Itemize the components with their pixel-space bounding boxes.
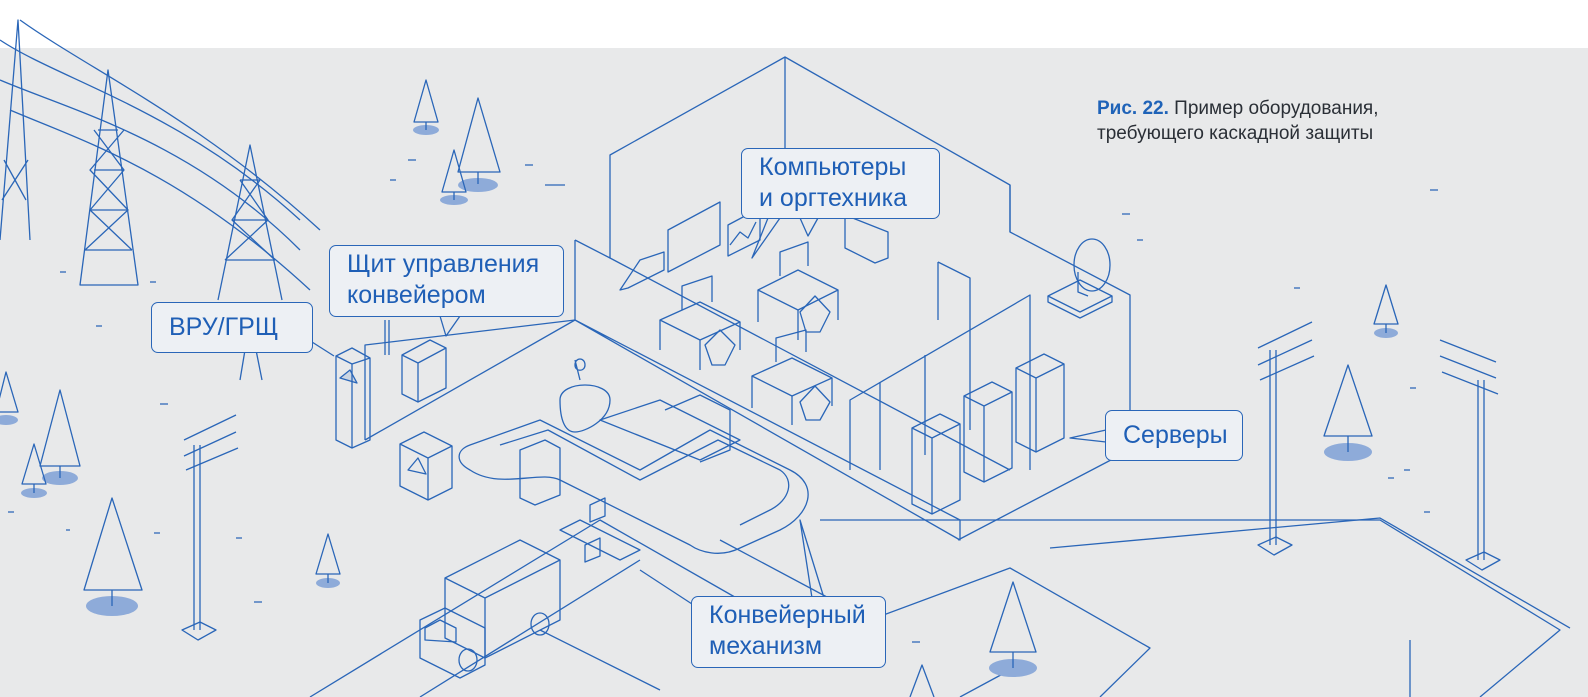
ground-outline: [310, 518, 1570, 697]
callout-servers-label: Серверы: [1123, 414, 1226, 451]
callout-computers: Компьютеры и оргтехника: [741, 148, 940, 219]
callout-computers-line2: и оргтехника: [759, 183, 923, 214]
server-racks: [912, 354, 1064, 514]
caption-line-1: Пример оборудования,: [1174, 98, 1378, 119]
office-desks: [660, 242, 838, 425]
figure-caption: Рис. 22. Пример оборудования, требующего…: [1097, 96, 1477, 146]
satellite-dish: [1048, 239, 1112, 318]
electrical-cabinets: [336, 320, 452, 500]
callout-conveyor-panel-line2: конвейером: [347, 280, 547, 311]
callout-vru: ВРУ/ГРЩ: [151, 302, 313, 353]
figure-number: Рис. 22.: [1097, 98, 1169, 119]
callout-conveyor-panel-line1: Щит управления: [347, 249, 547, 280]
callout-servers: Серверы: [1105, 410, 1243, 461]
callout-conveyor-line1: Конвейерный: [709, 600, 869, 631]
callout-conveyor-panel: Щит управления конвейером: [329, 245, 564, 317]
callout-conveyor-line2: механизм: [709, 631, 869, 662]
callout-computers-line1: Компьютеры: [759, 152, 923, 183]
caption-line-2: требующего каскадной защиты: [1097, 123, 1373, 144]
truck: [420, 540, 560, 678]
conveyor-belt: [459, 359, 808, 562]
ground-marks: [8, 160, 1438, 642]
callout-conveyor: Конвейерный механизм: [691, 596, 886, 668]
callout-vru-label: ВРУ/ГРЩ: [169, 306, 296, 343]
